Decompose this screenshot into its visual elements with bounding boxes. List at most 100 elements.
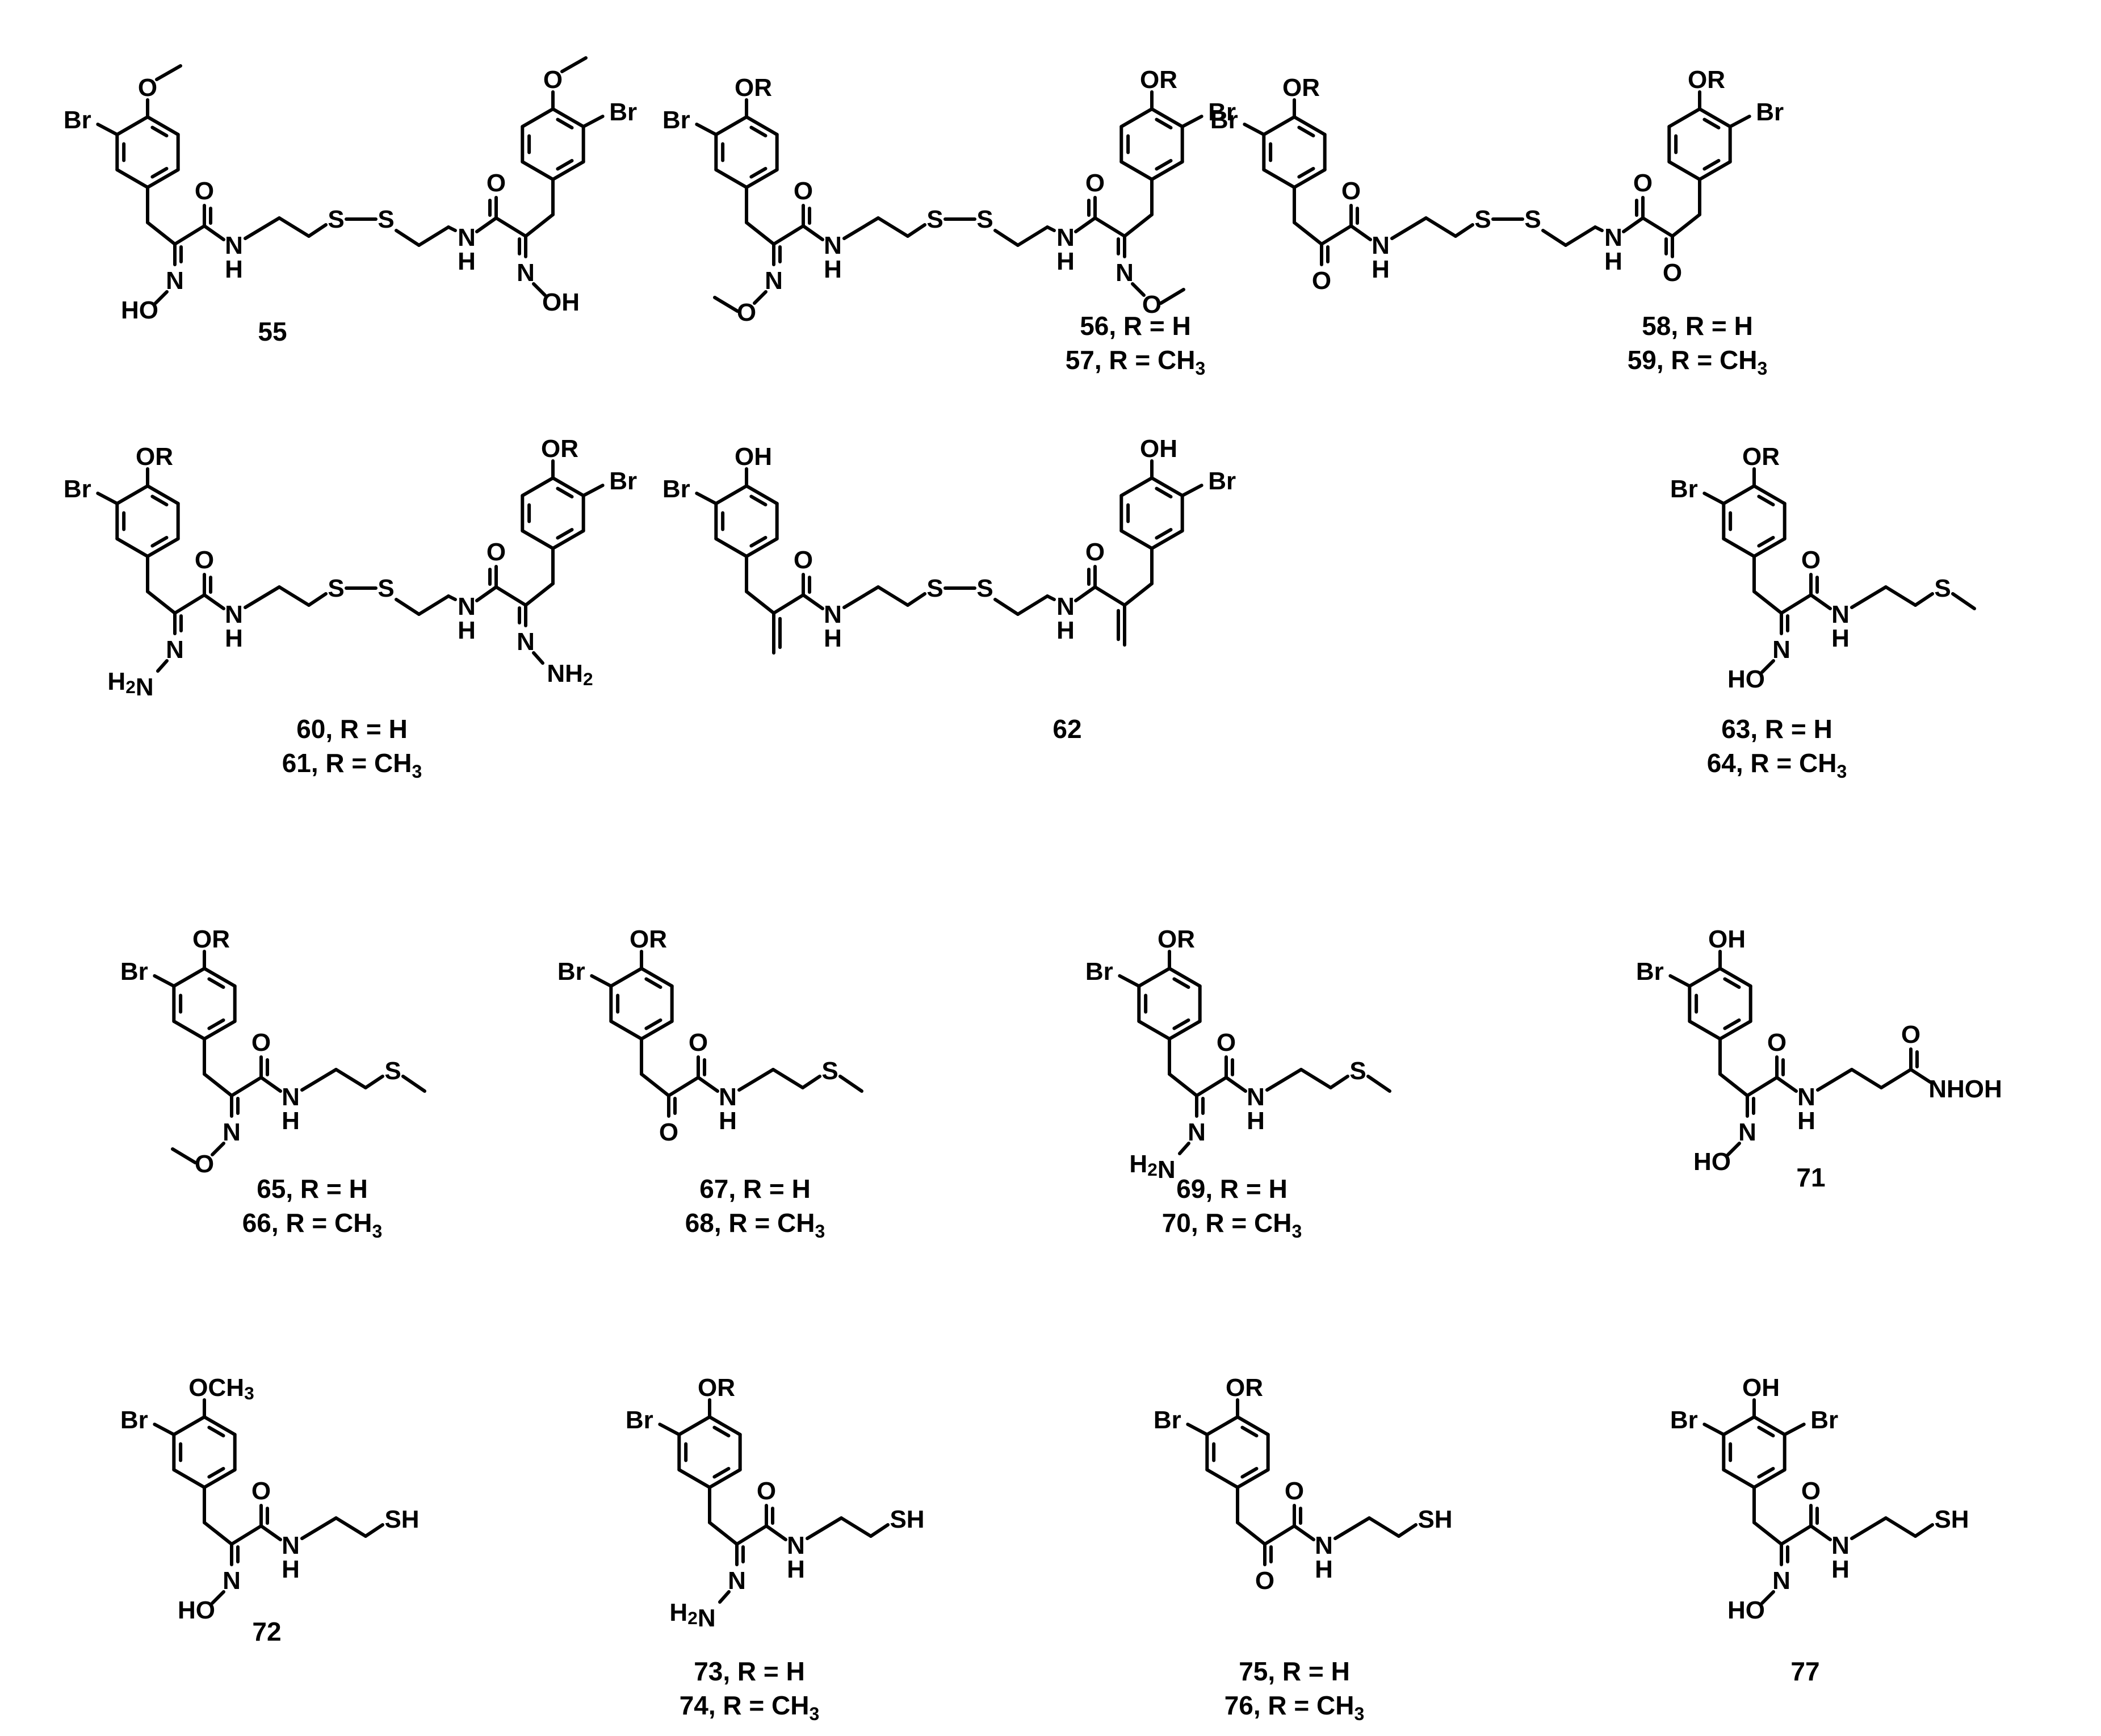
oxime-o: O [195,1150,214,1178]
alkyl-bond [1390,216,1428,240]
ring-bond [203,1468,237,1489]
compound-number-label: 66, R = CH3 [242,1208,383,1242]
aromatic-inner-bond [644,1018,662,1030]
ring-oxygen-label: OH [1708,925,1746,953]
ring-bond [1698,160,1732,181]
amide-oxygen: O [1217,1029,1236,1056]
thiol: SH [384,1506,419,1533]
aromatic-inner-bond [150,536,169,548]
imine-n: N [1772,636,1790,664]
amide-n: N [458,224,476,251]
ch2-bond [1123,213,1154,238]
ring-oxygen: O [543,66,563,94]
alkyl-bond [1454,223,1474,238]
n-n-bond [156,659,169,673]
ring-bond [146,484,180,505]
compound-number-label: 57, R = CH3 [1066,345,1206,379]
amide-n: N [1831,1532,1850,1559]
ring-bond [203,967,237,988]
ring-bond [1150,160,1184,181]
sulfur: S [926,575,943,602]
n-o-bond [154,290,169,305]
amide-oxygen: O [251,1477,271,1505]
imine-n: N [517,259,535,287]
aromatic-inner-bond [1757,1467,1775,1479]
ring-bond [1698,107,1732,128]
n-n-bond [532,651,544,665]
bromine-label: Br [1756,98,1784,126]
alkyl-bond [364,1075,384,1089]
amide-h: H [787,1555,805,1583]
compound-number-label: 73, R = H [694,1657,805,1686]
aromatic-inner-bond [1155,528,1173,540]
aromatic-inner-bond [749,167,768,179]
amide-cn-bond [802,224,824,241]
alkyl-bond [1016,225,1049,247]
ring-bond [146,115,180,136]
br-bond [1668,974,1692,988]
aromatic-inner-bond [1757,494,1775,506]
carbonyl-link-bond [1093,216,1126,238]
ch2-bond [1168,1072,1198,1097]
alkyl-bond [1397,1523,1418,1538]
ring-bond [1119,529,1154,550]
ring-bond [1722,484,1756,505]
ring-oxygen-label: OR [192,925,230,953]
ring-bond [1667,107,1701,128]
hydrazone-nh2: NH2 [547,660,593,690]
ring-bond [172,1468,206,1489]
sulfur: S [384,1057,401,1085]
amide-oxygen: O [487,538,506,566]
amide-h: H [719,1107,737,1135]
carbonyl-link-bond [667,1076,700,1097]
ring-bond [1150,107,1184,128]
aromatic-inner-bond [1240,1425,1259,1437]
ring-oxygen-label: OR [1226,1374,1263,1402]
bromine-label: Br [1085,958,1113,986]
amide-h: H [1831,1555,1850,1583]
thiol: SH [1934,1506,1969,1533]
ring-bond [714,115,748,136]
br-bond [1186,1423,1209,1436]
ring-bond [1205,1468,1239,1489]
hydroxamate-nhoh: NHOH [1928,1075,2002,1103]
ch2-bond [146,590,177,615]
amide-h: H [1604,248,1622,275]
compound-number-label: 74, R = CH3 [680,1691,820,1724]
alkyl-bond [1593,225,1604,232]
amide-oxygen: O [1801,1477,1821,1505]
br-bond [1180,484,1203,497]
ring-oxygen-label: OR [735,74,772,102]
alkyl-bond [334,1068,367,1089]
carbonyl-link-bond [1195,1076,1228,1097]
amide-oxygen: O [794,546,813,574]
ch2-bond [1752,1521,1783,1546]
ring-bond [1752,484,1787,505]
methyl-bond [1159,288,1185,305]
compound-number-label: 70, R = CH3 [1162,1208,1302,1242]
amide-n: N [1056,593,1075,620]
amide-oxygen: O [195,177,214,205]
imine-n: N [166,267,184,295]
aromatic-inner-bond [556,487,574,498]
amide-h: H [1797,1107,1815,1135]
ring-oxygen-label: OH [1742,1374,1780,1402]
bromine-label: Br [1154,1406,1181,1434]
compound-number-label: 76, R = CH3 [1224,1691,1365,1724]
carbonyl-link-bond [494,216,527,238]
aromatic-inner-bond [644,977,662,989]
bromine-label: Br [120,1406,148,1434]
carbonyl-link-bond [772,224,805,246]
sulfur: S [328,575,344,602]
br-bond [153,1423,176,1436]
amide-h: H [1056,248,1075,275]
ch2-bond [640,1072,670,1097]
carbonyl-link-bond [173,224,206,246]
ring-bond [172,1020,206,1041]
n-o-bond [753,290,768,305]
